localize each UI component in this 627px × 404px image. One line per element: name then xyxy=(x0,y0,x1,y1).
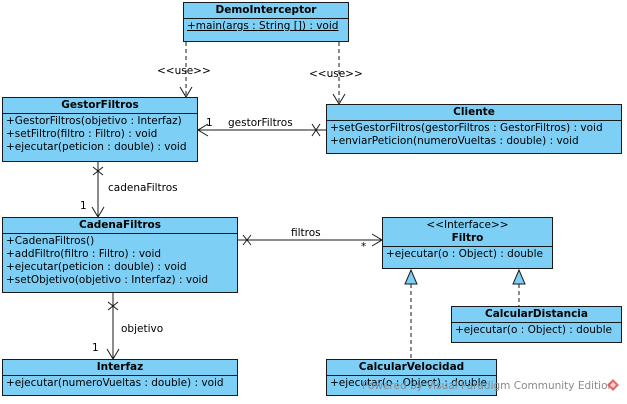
class-name: Filtro xyxy=(451,232,484,244)
role-label-cadenafiltros: cadenaFiltros xyxy=(108,182,178,194)
class-operation: +setFiltro(filtro : Filtro) : void xyxy=(6,128,158,140)
use-label-cliente: <<use>> xyxy=(309,68,363,80)
class-operation: +main(args : String []) : void xyxy=(187,20,339,32)
class-name: CalcularVelocidad xyxy=(327,360,496,376)
class-gestorfiltros[interactable]: GestorFiltros +GestorFiltros(objetivo : … xyxy=(2,97,198,162)
class-operation: +setObjetivo(objetivo : Interfaz) : void xyxy=(6,274,209,286)
class-name: GestorFiltros xyxy=(3,98,197,114)
class-name: Interfaz xyxy=(3,360,237,376)
role-label-objetivo: objetivo xyxy=(121,323,164,335)
interface-stereotype: <<Interface>> xyxy=(426,219,509,231)
class-cadenafiltros[interactable]: CadenaFiltros +CadenaFiltros() +addFiltr… xyxy=(2,217,238,293)
class-operation: +ejecutar(o : Object) : double xyxy=(455,324,612,336)
class-name: DemoInterceptor xyxy=(184,3,348,19)
multiplicity-objetivo: 1 xyxy=(92,342,99,354)
class-operation: +setGestorFiltros(gestorFiltros : Gestor… xyxy=(330,122,603,134)
class-operation: +ejecutar(o : Object) : double xyxy=(330,377,487,389)
class-operation: +addFiltro(filtro : Filtro) : void xyxy=(6,248,162,260)
role-label-gestorfiltros: gestorFiltros xyxy=(228,117,293,129)
class-name: CadenaFiltros xyxy=(3,218,237,234)
class-cliente[interactable]: Cliente +setGestorFiltros(gestorFiltros … xyxy=(326,104,622,154)
class-operation: +GestorFiltros(objetivo : Interfaz) xyxy=(6,115,182,127)
class-operation: +enviarPeticion(numeroVueltas : double) … xyxy=(330,135,579,147)
class-operation: +CadenaFiltros() xyxy=(6,235,95,247)
realization-distancia-filtro xyxy=(512,268,526,306)
class-interfaz[interactable]: Interfaz +ejecutar(numeroVueltas : doubl… xyxy=(2,359,238,396)
class-name: CalcularDistancia xyxy=(452,307,621,323)
class-operation: +ejecutar(peticion : double) : void xyxy=(6,141,187,153)
realization-velocidad-filtro xyxy=(404,268,418,359)
association-gestor-cadena xyxy=(91,162,105,218)
class-operation: +ejecutar(numeroVueltas : double) : void xyxy=(6,377,224,389)
class-operation: +ejecutar(peticion : double) : void xyxy=(6,261,187,273)
class-demointerceptor[interactable]: DemoInterceptor +main(args : String []) … xyxy=(183,2,349,42)
role-label-filtros: filtros xyxy=(291,227,321,239)
association-cadena-interfaz xyxy=(106,293,120,360)
multiplicity-gestorfiltros: 1 xyxy=(206,117,213,129)
association-cliente-gestor xyxy=(197,123,326,137)
watermark-text: Powered by Visual Paradigm Community Edi… xyxy=(362,380,615,392)
use-label-gestor: <<use>> xyxy=(157,65,211,77)
class-name: Cliente xyxy=(327,105,621,121)
multiplicity-cadenafiltros: 1 xyxy=(80,200,87,212)
interface-filtro[interactable]: <<Interface>> Filtro +ejecutar(o : Objec… xyxy=(382,217,553,269)
multiplicity-filtros: * xyxy=(361,241,367,253)
visual-paradigm-logo-icon xyxy=(607,379,619,391)
class-calculardistancia[interactable]: CalcularDistancia +ejecutar(o : Object) … xyxy=(451,306,622,343)
class-operation: +ejecutar(o : Object) : double xyxy=(386,248,543,260)
class-calcularvelocidad[interactable]: CalcularVelocidad +ejecutar(o : Object) … xyxy=(326,359,497,396)
